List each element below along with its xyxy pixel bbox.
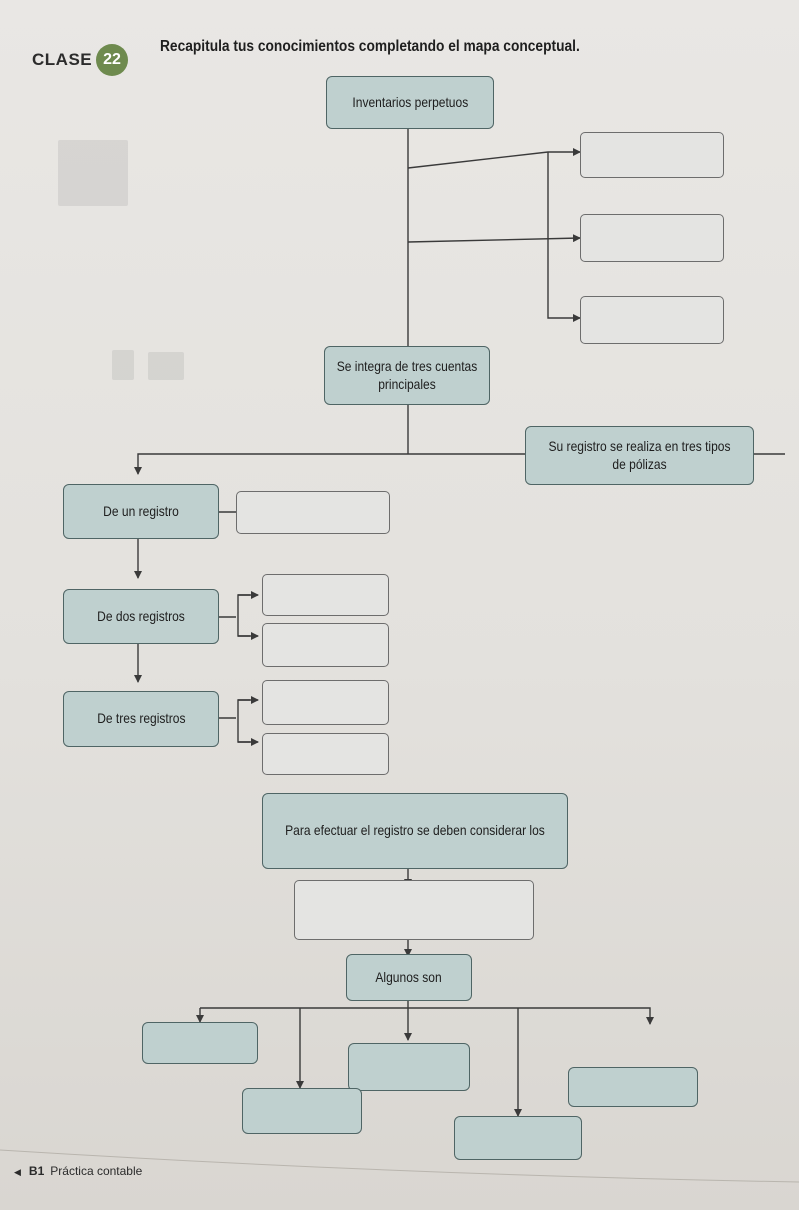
- three-accounts-box: Se integra de tres cuentas principales: [324, 346, 490, 405]
- one-entry-box: De un registro: [63, 484, 219, 539]
- three-policies-text: Su registro se realiza en tres tipos de …: [548, 438, 731, 472]
- root-branch-1: [407, 148, 581, 169]
- instruction-text: Recapitula tus conocimientos completando…: [160, 38, 580, 55]
- answer-blank[interactable]: [262, 623, 389, 667]
- answer-blank[interactable]: [236, 491, 390, 534]
- page-footer: ◀ B1 Práctica contable: [14, 1164, 142, 1178]
- answer-blank[interactable]: [580, 296, 724, 344]
- three-policies-box: Su registro se realiza en tres tipos de …: [525, 426, 754, 485]
- root-branch-2: [407, 234, 581, 243]
- book-title: Práctica contable: [50, 1164, 143, 1178]
- answer-blank[interactable]: [454, 1116, 582, 1160]
- answer-blank[interactable]: [580, 132, 724, 178]
- answer-blank[interactable]: [242, 1088, 362, 1134]
- answer-blank[interactable]: [348, 1043, 470, 1091]
- consider-box: Para efectuar el registro se deben consi…: [262, 793, 568, 869]
- answer-blank[interactable]: [262, 574, 389, 616]
- bottom-rail: [200, 1007, 654, 1025]
- root-concept-text: Inventarios perpetuos: [352, 93, 468, 110]
- block-ref: B1: [28, 1164, 45, 1178]
- answer-blank[interactable]: [262, 733, 389, 775]
- root-concept-box: Inventarios perpetuos: [326, 76, 494, 129]
- answer-blank[interactable]: [580, 214, 724, 262]
- two-entries-text: De dos registros: [97, 607, 185, 624]
- answer-blank[interactable]: [262, 680, 389, 725]
- consider-text: Para efectuar el registro se deben consi…: [285, 822, 545, 839]
- qr-code-decoration: [58, 140, 128, 206]
- notebook-icon: [112, 350, 134, 380]
- answer-blank[interactable]: [142, 1022, 258, 1064]
- some-are-text: Algunos son: [375, 968, 443, 985]
- three-entries-box: De tres registros: [63, 691, 219, 747]
- some-are-box: Algunos son: [346, 954, 472, 1001]
- to-un-registro: [134, 453, 525, 475]
- three-accounts-text: Se integra de tres cuentas principales: [336, 358, 478, 392]
- folder-icon: [148, 352, 184, 380]
- three-entries-text: De tres registros: [96, 710, 186, 727]
- answer-blank[interactable]: [568, 1067, 698, 1107]
- root-branch-3: [547, 152, 581, 322]
- two-entries-box: De dos registros: [63, 589, 219, 644]
- class-number-badge: 22: [96, 44, 128, 76]
- answer-blank[interactable]: [294, 880, 534, 940]
- triangle-left-icon: ◀: [14, 1167, 21, 1177]
- class-label: CLASE: [32, 50, 93, 69]
- one-entry-text: De un registro: [103, 502, 179, 519]
